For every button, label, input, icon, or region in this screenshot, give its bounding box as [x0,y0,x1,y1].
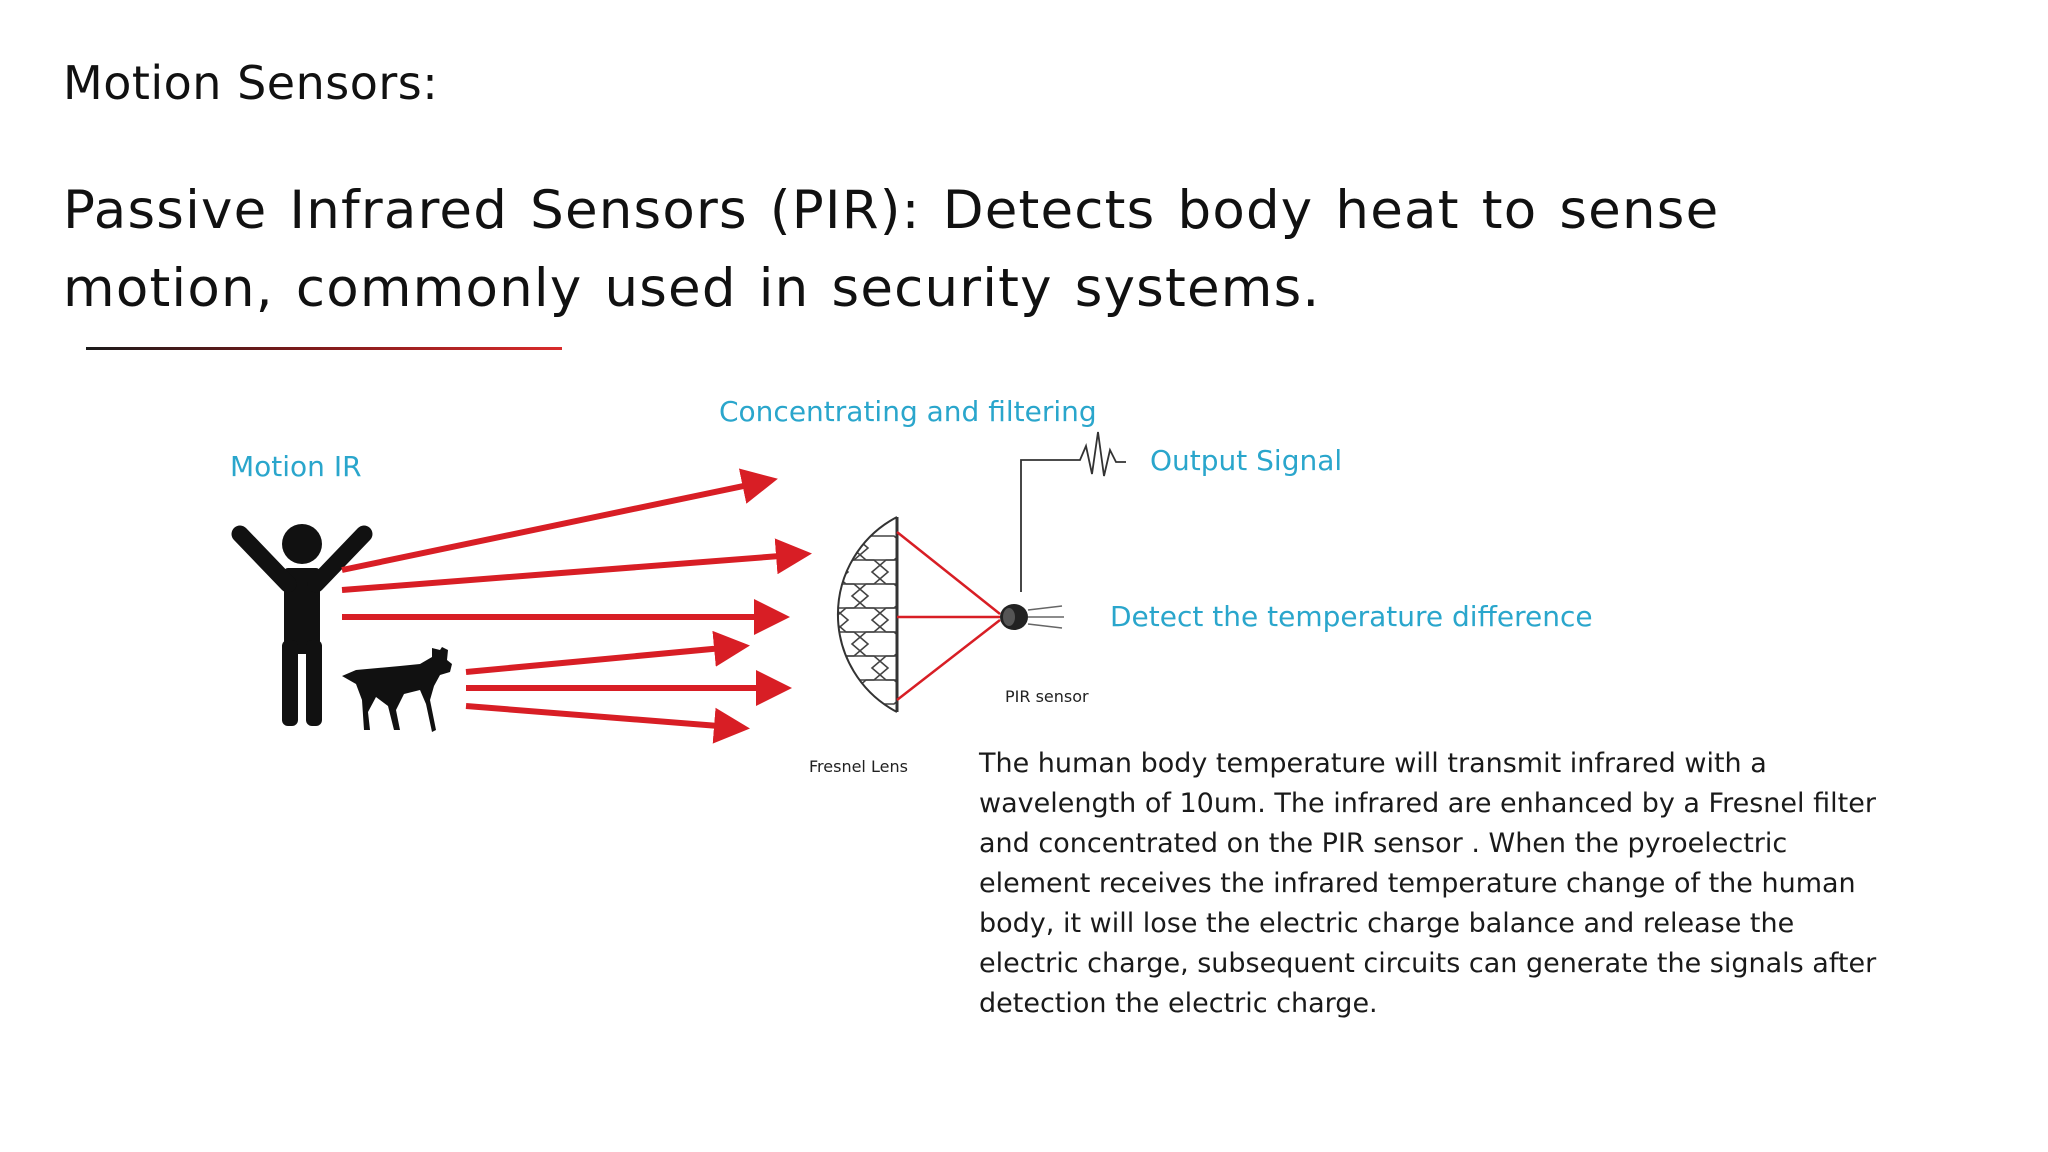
slide-heading: Motion Sensors: [63,56,439,110]
person-icon [231,524,373,726]
diagram-description: The human body temperature will transmit… [979,748,1877,1019]
dog-icon [336,647,452,732]
label-detect: Detect the temperature difference [1110,600,1593,633]
ray-4 [465,630,750,675]
ray-1 [341,468,778,573]
focused-rays [896,531,1001,701]
ray-2 [341,538,812,593]
label-fresnel-lens: Fresnel Lens [809,757,908,776]
infrared-rays [341,468,812,744]
fresnel-lens-icon [836,516,899,713]
ray-6 [465,703,750,744]
divider-line [86,347,562,350]
label-motion-ir: Motion IR [230,450,362,483]
label-pir-sensor: PIR sensor [1005,687,1089,706]
pir-sensor-icon [1000,604,1064,630]
label-output-signal: Output Signal [1150,444,1342,477]
label-concentrating: Concentrating and filtering [719,395,1097,428]
signal-waveform-icon [1020,431,1126,592]
slide-subtitle: Passive Infrared Sensors (PIR): Detects … [63,180,1720,319]
